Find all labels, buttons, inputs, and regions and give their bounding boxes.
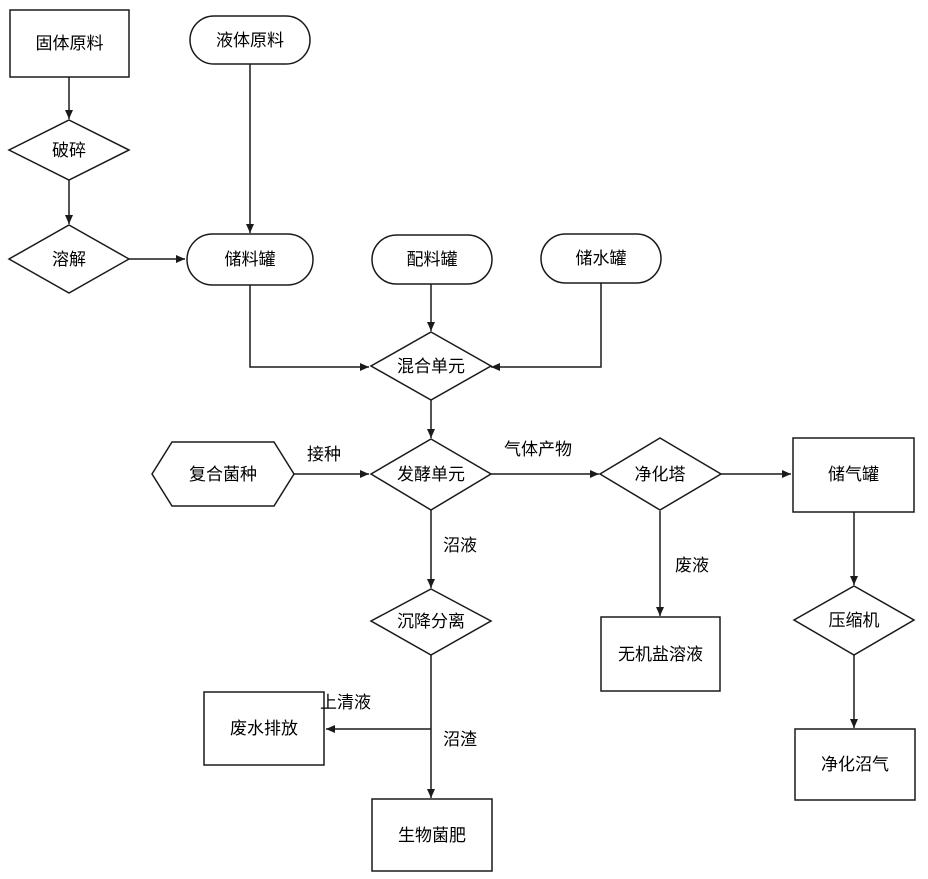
node-purified-biogas-label: 净化沼气 [821,755,889,775]
node-mixing-unit-label: 混合单元 [397,357,465,377]
edge-label-digestate-residue: 沼渣 [443,730,477,750]
node-batching-tank-label: 配料罐 [407,250,458,270]
edge-labels: 接种 气体产物 沼液 废液 上清液 沼渣 [307,440,709,750]
node-gas-holder: 储气罐 [792,437,915,513]
node-purification-tower-label: 净化塔 [635,465,686,485]
edge-label-digestate-liquid: 沼液 [443,536,477,556]
node-solid-raw: 固体原料 [9,9,130,78]
node-fermentation-unit: 发酵单元 [369,438,493,511]
node-liquid-raw: 液体原料 [189,15,311,65]
node-purification-tower: 净化塔 [598,437,723,511]
node-gas-holder-label: 储气罐 [828,465,879,485]
node-inorganic-salt-label: 无机盐溶液 [618,645,703,665]
node-crush-label: 破碎 [52,141,86,161]
node-inorganic-salt: 无机盐溶液 [600,616,721,692]
node-wastewater-discharge-label: 废水排放 [230,719,298,739]
edge-label-supernatant: 上清液 [320,693,371,713]
node-water-tank: 储水罐 [540,233,662,284]
node-solid-raw-label: 固体原料 [36,34,104,54]
node-storage-tank-label: 储料罐 [225,250,276,270]
node-bio-fertilizer-label: 生物菌肥 [398,826,466,846]
nodes: 固体原料 液体原料 破碎 溶解 储料罐 配料罐 储水罐 [7,9,916,872]
node-crush: 破碎 [7,119,131,181]
node-fermentation-unit-label: 发酵单元 [397,465,465,485]
node-dissolve: 溶解 [7,224,131,294]
node-mixing-unit: 混合单元 [369,331,493,401]
node-compressor: 压缩机 [792,585,916,656]
edge-label-waste-liquid: 废液 [675,556,709,576]
node-sedimentation-label: 沉降分离 [397,612,465,632]
edge-label-inoculation: 接种 [307,445,341,465]
edge-water-tank-to-mixing [491,283,602,371]
node-purified-biogas: 净化沼气 [794,728,916,801]
node-storage-tank: 储料罐 [186,233,314,286]
node-composite-strain-label: 复合菌种 [189,465,257,485]
node-dissolve-label: 溶解 [52,250,86,270]
node-bio-fertilizer: 生物菌肥 [371,798,493,872]
edge-storage-tank-to-mixing [249,285,369,371]
node-water-tank-label: 储水罐 [576,249,627,269]
connectors [65,64,858,798]
node-compressor-label: 压缩机 [829,611,880,631]
node-liquid-raw-label: 液体原料 [216,31,284,51]
node-batching-tank: 配料罐 [371,234,493,285]
node-composite-strain: 复合菌种 [151,441,295,507]
node-wastewater-discharge: 废水排放 [203,691,325,766]
node-sedimentation: 沉降分离 [369,588,493,656]
edge-label-gas-product: 气体产物 [504,440,572,460]
